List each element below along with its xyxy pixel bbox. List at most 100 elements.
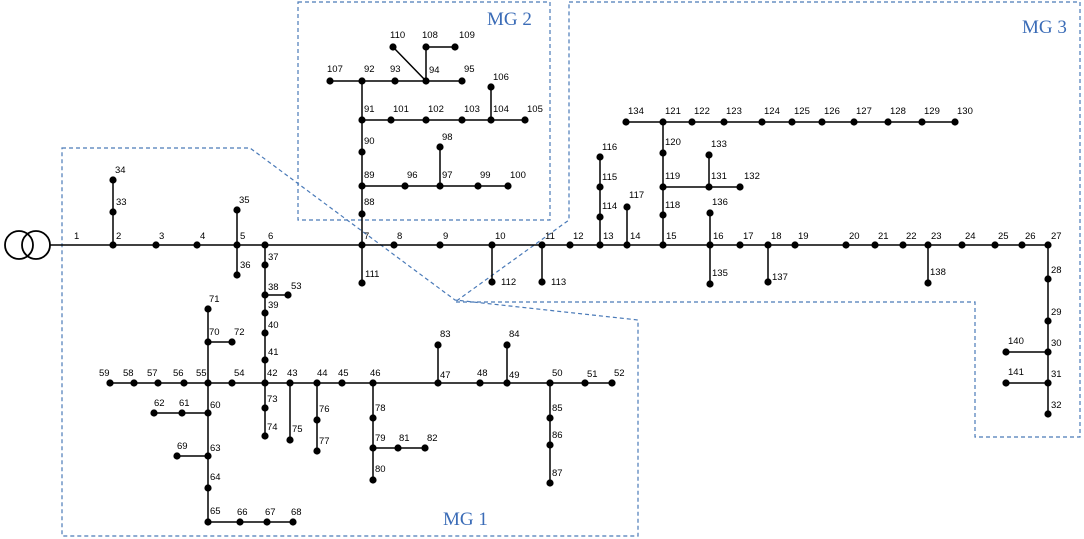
bus-45 xyxy=(338,379,346,387)
bus-label-124: 124 xyxy=(764,106,780,117)
bus-label-38: 38 xyxy=(268,282,279,293)
bus-label-115: 115 xyxy=(602,172,617,183)
bus-label-117: 117 xyxy=(629,190,644,201)
bus-5 xyxy=(233,241,241,249)
bus-117 xyxy=(623,203,631,211)
bus-67 xyxy=(263,518,271,526)
bus-label-53: 53 xyxy=(291,281,302,292)
bus-83 xyxy=(434,341,442,349)
bus-label-68: 68 xyxy=(291,507,302,518)
bus-96 xyxy=(401,182,409,190)
transformer-icon xyxy=(4,230,34,260)
bus-label-106: 106 xyxy=(493,72,509,83)
bus-59 xyxy=(106,379,114,387)
bus-label-125: 125 xyxy=(794,106,810,117)
bus-32 xyxy=(1044,410,1052,418)
bus-30 xyxy=(1044,348,1052,356)
bus-label-141: 141 xyxy=(1008,367,1024,378)
bus-label-32: 32 xyxy=(1051,400,1062,411)
bus-label-138: 138 xyxy=(930,267,946,278)
bus-label-13: 13 xyxy=(603,231,614,242)
bus-label-56: 56 xyxy=(173,368,184,379)
bus-label-110: 110 xyxy=(390,30,405,41)
bus-2 xyxy=(109,241,117,249)
bus-label-121: 121 xyxy=(665,106,681,117)
bus-label-94: 94 xyxy=(429,65,440,76)
bus-44 xyxy=(313,379,321,387)
bus-34 xyxy=(109,176,117,184)
bus-121 xyxy=(659,118,667,126)
bus-label-69: 69 xyxy=(177,441,188,452)
bus-label-130: 130 xyxy=(957,106,973,117)
bus-90 xyxy=(358,148,366,156)
bus-label-98: 98 xyxy=(442,132,453,143)
source-transformer xyxy=(4,230,51,260)
bus-112 xyxy=(488,278,496,286)
bus-22 xyxy=(899,241,907,249)
bus-label-101: 101 xyxy=(393,104,409,115)
bus-58 xyxy=(130,379,138,387)
bus-111 xyxy=(358,279,366,287)
bus-120 xyxy=(659,149,667,157)
bus-135 xyxy=(706,280,714,288)
region-boundary-mg2 xyxy=(297,1,551,221)
bus-37 xyxy=(261,261,269,269)
bus-76 xyxy=(313,416,321,424)
bus-138 xyxy=(924,279,932,287)
bus-label-43: 43 xyxy=(287,368,298,379)
bus-63 xyxy=(204,452,212,460)
bus-122 xyxy=(688,118,696,126)
bus-label-26: 26 xyxy=(1025,231,1036,242)
bus-119 xyxy=(659,183,667,191)
bus-label-8: 8 xyxy=(397,231,402,242)
bus-label-54: 54 xyxy=(234,368,245,379)
bus-label-100: 100 xyxy=(510,170,526,181)
bus-label-37: 37 xyxy=(268,252,279,263)
region-label-mg2: MG 2 xyxy=(487,9,532,30)
bus-103 xyxy=(458,116,466,124)
bus-15 xyxy=(659,241,667,249)
bus-61 xyxy=(178,409,186,417)
bus-label-9: 9 xyxy=(443,231,448,242)
bus-label-61: 61 xyxy=(179,398,190,409)
bus-73 xyxy=(261,404,269,412)
bus-51 xyxy=(581,379,589,387)
bus-93 xyxy=(391,77,399,85)
bus-65 xyxy=(204,518,212,526)
bus-label-81: 81 xyxy=(399,433,410,444)
bus-11 xyxy=(538,241,546,249)
bus-label-27: 27 xyxy=(1051,231,1062,242)
bus-label-78: 78 xyxy=(375,403,386,414)
bus-label-34: 34 xyxy=(115,165,126,176)
bus-126 xyxy=(818,118,826,126)
bus-label-36: 36 xyxy=(240,260,251,271)
bus-101 xyxy=(387,116,395,124)
bus-46 xyxy=(369,379,377,387)
bus-label-96: 96 xyxy=(407,170,418,181)
bus-107 xyxy=(326,77,334,85)
bus-43 xyxy=(286,379,294,387)
bus-134 xyxy=(622,118,630,126)
bus-87 xyxy=(546,479,554,487)
bus-129 xyxy=(918,118,926,126)
bus-label-114: 114 xyxy=(602,201,617,212)
bus-label-73: 73 xyxy=(267,394,278,405)
bus-7 xyxy=(358,241,366,249)
bus-label-103: 103 xyxy=(464,104,480,115)
bus-label-71: 71 xyxy=(209,294,220,305)
bus-label-28: 28 xyxy=(1051,265,1062,276)
bus-20 xyxy=(842,241,850,249)
bus-label-127: 127 xyxy=(856,106,872,117)
bus-66 xyxy=(236,518,244,526)
bus-36 xyxy=(233,271,241,279)
bus-100 xyxy=(504,182,512,190)
bus-label-92: 92 xyxy=(364,64,375,75)
bus-label-89: 89 xyxy=(364,170,375,181)
bus-91 xyxy=(358,116,366,124)
bus-label-47: 47 xyxy=(440,370,451,381)
bus-127 xyxy=(850,118,858,126)
bus-132 xyxy=(736,183,744,191)
bus-69 xyxy=(173,452,181,460)
